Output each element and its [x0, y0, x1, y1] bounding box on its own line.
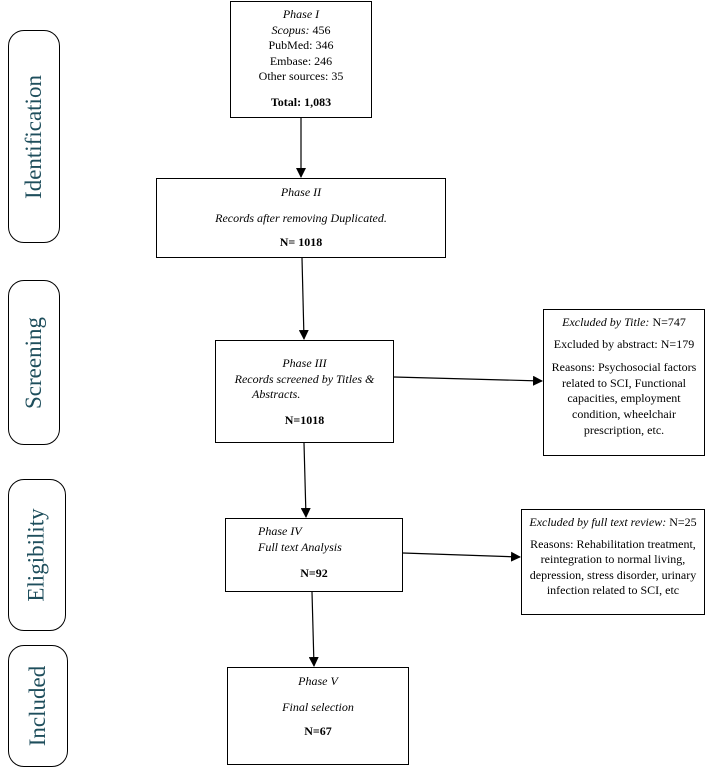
phase5-count: N=67 [304, 724, 332, 739]
excluded-title-abstract-box: Excluded by Title: N=747 Excluded by abs… [543, 309, 705, 456]
phase5-desc: Final selection [282, 699, 354, 714]
arrow-phase3-to-excluded1 [393, 375, 543, 386]
phase1-embase: Embase: 246 [269, 53, 333, 68]
phase4-count: N=92 [300, 566, 328, 581]
phase1-total: Total: 1,083 [270, 94, 332, 109]
phase3-count: N=1018 [284, 412, 325, 427]
phase2-box: Phase II Records after removing Duplicat… [156, 178, 446, 258]
phase2-title: Phase II [280, 185, 322, 199]
excluded2-reasons: Reasons: Rehabilitation treatment, reint… [529, 536, 697, 598]
excluded-full-text-box: Excluded by full text review: N=25 Reaso… [521, 509, 705, 615]
phase1-title: Phase I [282, 7, 320, 21]
phase1-box: Phase I Scopus: 456 PubMed: 346 Embase: … [230, 1, 372, 118]
excluded-by-title: Excluded by Title: N=747 [562, 315, 686, 329]
phase2-count: N= 1018 [279, 235, 323, 250]
phase4-box: Phase IV Full text Analysis N=92 [225, 518, 403, 592]
excluded-by-full-text: Excluded by full text review: N=25 [529, 515, 697, 529]
phase5-box: Phase V Final selection N=67 [227, 667, 409, 765]
phase1-other: Other sources: 35 [258, 69, 344, 84]
phase3-box: Phase III Records screened by Titles & A… [215, 340, 394, 443]
arrow-phase4-to-excluded2 [402, 551, 521, 562]
phase5-title: Phase V [298, 674, 338, 688]
phase3-desc2: Abstracts. [252, 387, 301, 402]
excluded-by-abstract: Excluded by abstract: N=179 [553, 336, 695, 351]
phase3-title: Phase III [282, 356, 327, 370]
phase1-scopus: Scopus: 456 [271, 22, 331, 37]
phase1-pubmed: PubMed: 346 [268, 38, 334, 53]
stage-included: Included [8, 645, 68, 767]
phase3-desc1: Records screened by Titles & [234, 371, 375, 386]
excluded1-reasons: Reasons: Psychosocial factors related to… [551, 360, 697, 437]
phase4-title: Phase IV [258, 524, 302, 538]
phase2-desc: Records after removing Duplicated. [215, 210, 387, 225]
arrow-phase3-to-phase4 [300, 442, 311, 518]
stage-identification: Identification [8, 30, 60, 243]
phase4-desc: Full text Analysis [258, 539, 342, 554]
stage-screening: Screening [8, 280, 60, 445]
arrow-phase2-to-phase3 [298, 257, 309, 340]
stage-eligibility: Eligibility [8, 479, 66, 631]
arrow-phase4-to-phase5 [308, 591, 319, 667]
